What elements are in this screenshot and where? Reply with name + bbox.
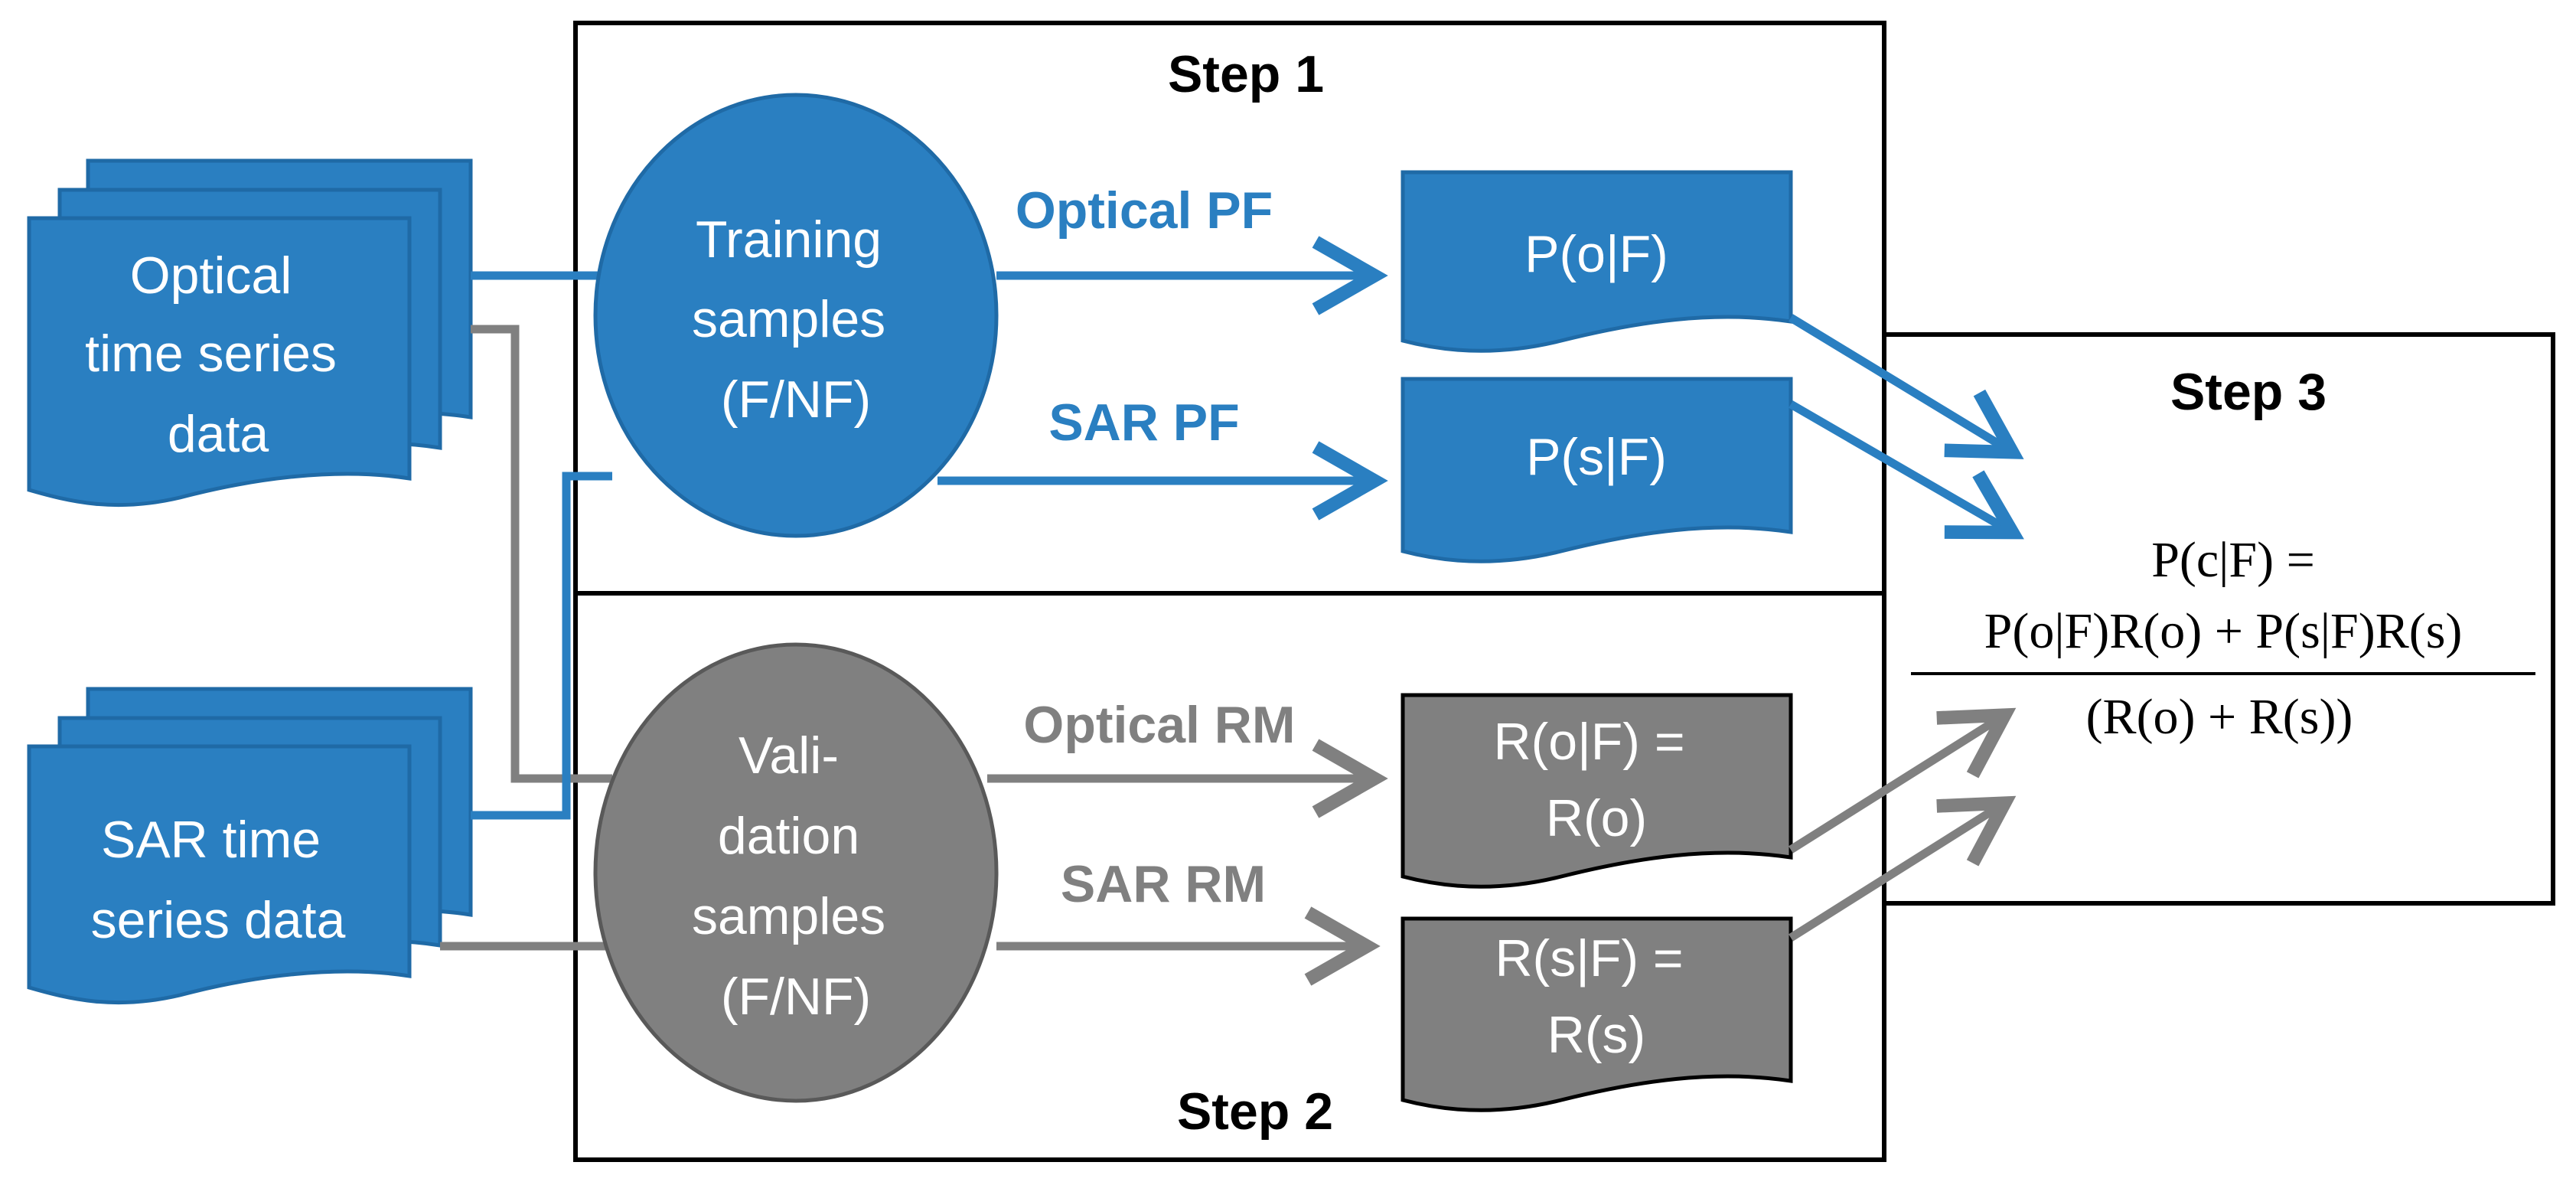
optical-data-line: time series [85, 325, 337, 383]
p-o-f-to-step3-arrow [1789, 314, 2024, 459]
validation-samples-node: Vali- dation samples (F/NF) [593, 642, 999, 1103]
fusion-formula: P(c|F) = P(o|F)R(o) + P(s|F)R(s) (R(o) +… [1911, 532, 2535, 745]
step-arrows [937, 236, 1388, 986]
optical-data-text: Optical time series data [85, 246, 351, 463]
r-s-f-line: R(s|F) = [1495, 929, 1683, 988]
optical-data-line: data [168, 405, 269, 463]
r-o-f-output: R(o|F) = R(o) [1400, 693, 1793, 889]
validation-samples-line: (F/NF) [721, 968, 871, 1026]
sar-data-stack: SAR time series data [27, 687, 473, 1005]
optical-pf-label: Optical PF [1016, 181, 1273, 240]
training-samples-line: Training [696, 211, 882, 269]
p-s-f-to-step3-arrow [1789, 400, 2024, 540]
formula-numerator: P(o|F)R(o) + P(s|F)R(s) [1984, 603, 2463, 659]
p-o-f-text: P(o|F) [1524, 225, 1668, 283]
training-samples-text: Training samples (F/NF) [692, 211, 900, 429]
validation-samples-line: samples [692, 887, 885, 945]
step3-label: Step 3 [2170, 363, 2327, 421]
r-s-f-output: R(s|F) = R(s) [1400, 916, 1793, 1112]
training-samples-line: samples [692, 290, 885, 348]
step1-label: Step 1 [1168, 45, 1324, 103]
r-o-f-text: R(o|F) = R(o) [1494, 713, 1700, 847]
sar-data-line: SAR time [101, 811, 321, 869]
training-samples-node: Training samples (F/NF) [593, 93, 999, 538]
sar-pf-label: SAR PF [1048, 393, 1239, 452]
r-o-f-to-step3-arrow [1789, 707, 2017, 854]
r-s-f-text: R(s|F) = R(s) [1495, 929, 1697, 1064]
r-o-f-line: R(o) [1546, 789, 1647, 847]
blue-connectors [471, 271, 612, 820]
step2-label: Step 2 [1177, 1082, 1333, 1141]
optical-data-stack: Optical time series data [27, 158, 473, 508]
formula-denominator: (R(o) + R(s)) [2086, 689, 2353, 745]
optical-data-line: Optical [130, 246, 292, 305]
training-samples-line: (F/NF) [721, 371, 871, 429]
validation-samples-line: Vali- [739, 726, 839, 785]
p-s-f-output: P(s|F) [1400, 377, 1793, 563]
formula-lhs: P(c|F) = [2151, 532, 2315, 588]
r-s-f-line: R(s) [1547, 1006, 1645, 1064]
step3-arrows [1789, 314, 2024, 942]
r-s-f-to-step3-arrow [1789, 795, 2017, 942]
sar-rm-label: SAR RM [1061, 855, 1266, 913]
sar-data-text: SAR time series data [91, 811, 346, 949]
validation-samples-line: dation [718, 807, 859, 865]
p-s-f-text: P(s|F) [1526, 428, 1667, 486]
p-o-f-output: P(o|F) [1400, 170, 1793, 353]
sar-data-line: series data [91, 891, 346, 949]
optical-rm-label: Optical RM [1023, 696, 1295, 754]
r-o-f-line: R(o|F) = [1494, 713, 1685, 771]
validation-samples-text: Vali- dation samples (F/NF) [692, 726, 900, 1026]
